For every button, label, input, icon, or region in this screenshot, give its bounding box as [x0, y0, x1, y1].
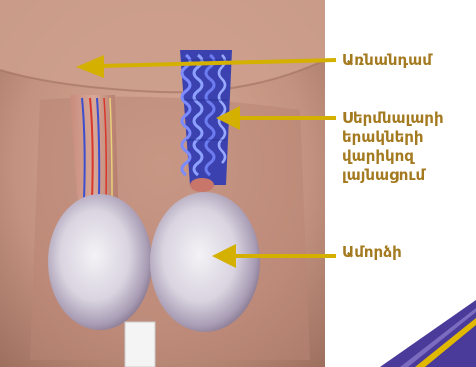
label-varicocele-line-3: վարիկոզ — [342, 147, 444, 166]
right-testicle — [150, 192, 260, 332]
label-varicocele: Սերմնալարի երակների վարիկոզ լայնացում — [342, 109, 444, 185]
label-abdomen: Առնանդամ — [342, 51, 432, 70]
label-varicocele-line-2: երակների — [342, 128, 444, 147]
corner-accent — [380, 300, 476, 367]
label-varicocele-line-4: լայնացում — [342, 166, 444, 185]
left-spermatic-cord — [70, 95, 118, 205]
label-varicocele-line-1: Սերմնալարի — [342, 109, 444, 128]
left-testicle — [48, 194, 152, 330]
label-testicle: Ամորձի — [342, 243, 402, 262]
